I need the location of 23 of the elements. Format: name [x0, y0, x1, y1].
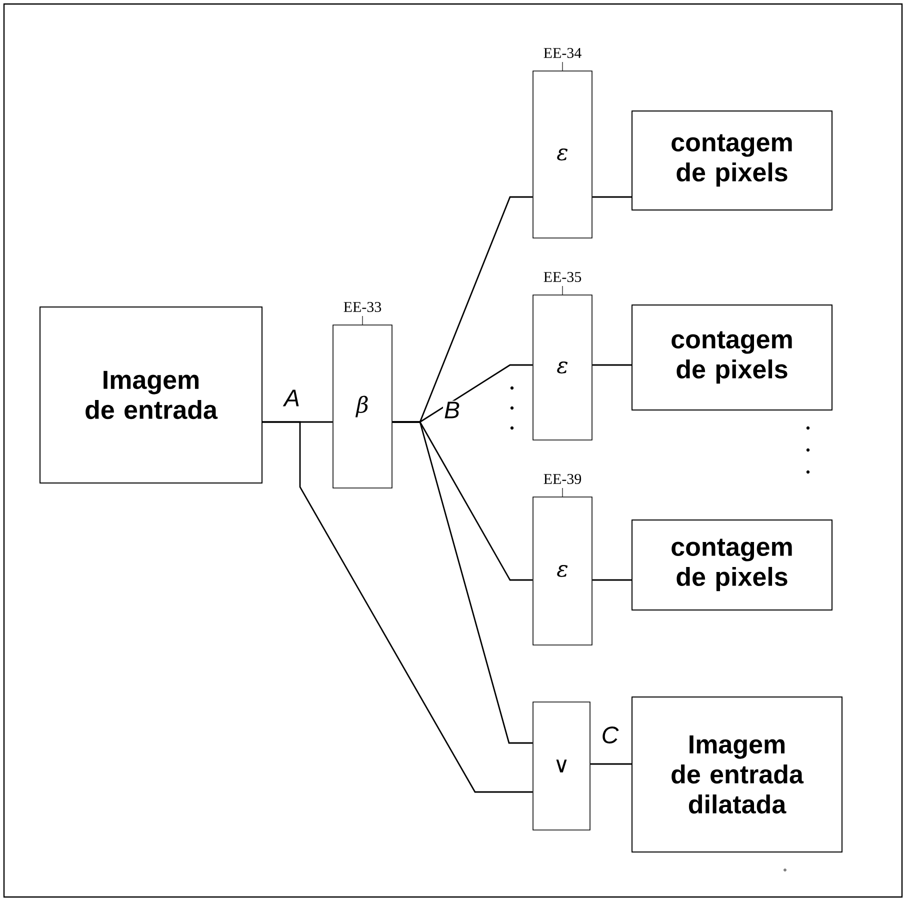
operator-box: ε [532, 294, 592, 440]
process-box: Imagem de entrada [40, 306, 262, 484]
process-box: contagem de pixels [632, 304, 832, 410]
operator-box: ∨ [532, 702, 590, 830]
connector-line [262, 421, 533, 793]
node-caption: EE-35 [544, 272, 582, 282]
connector-line [392, 421, 533, 744]
process-box: contagem de pixels [632, 110, 832, 210]
connector-line [592, 364, 632, 366]
operator-box: β [332, 324, 392, 488]
node-caption: EE-34 [544, 48, 582, 58]
node-caption: EE-33 [344, 302, 382, 312]
connector-line [592, 579, 632, 581]
edge-label: C [600, 726, 620, 744]
operator-box: ε [532, 70, 592, 238]
edge-label: B [443, 400, 461, 420]
node-caption: EE-39 [544, 474, 582, 484]
process-box: Imagem de entrada dilatada [632, 696, 842, 852]
process-box: contagem de pixels [632, 520, 832, 610]
edge-label: A [282, 388, 301, 408]
connector-line [590, 763, 632, 765]
connector-line [592, 196, 632, 198]
operator-box: ε [532, 496, 592, 646]
